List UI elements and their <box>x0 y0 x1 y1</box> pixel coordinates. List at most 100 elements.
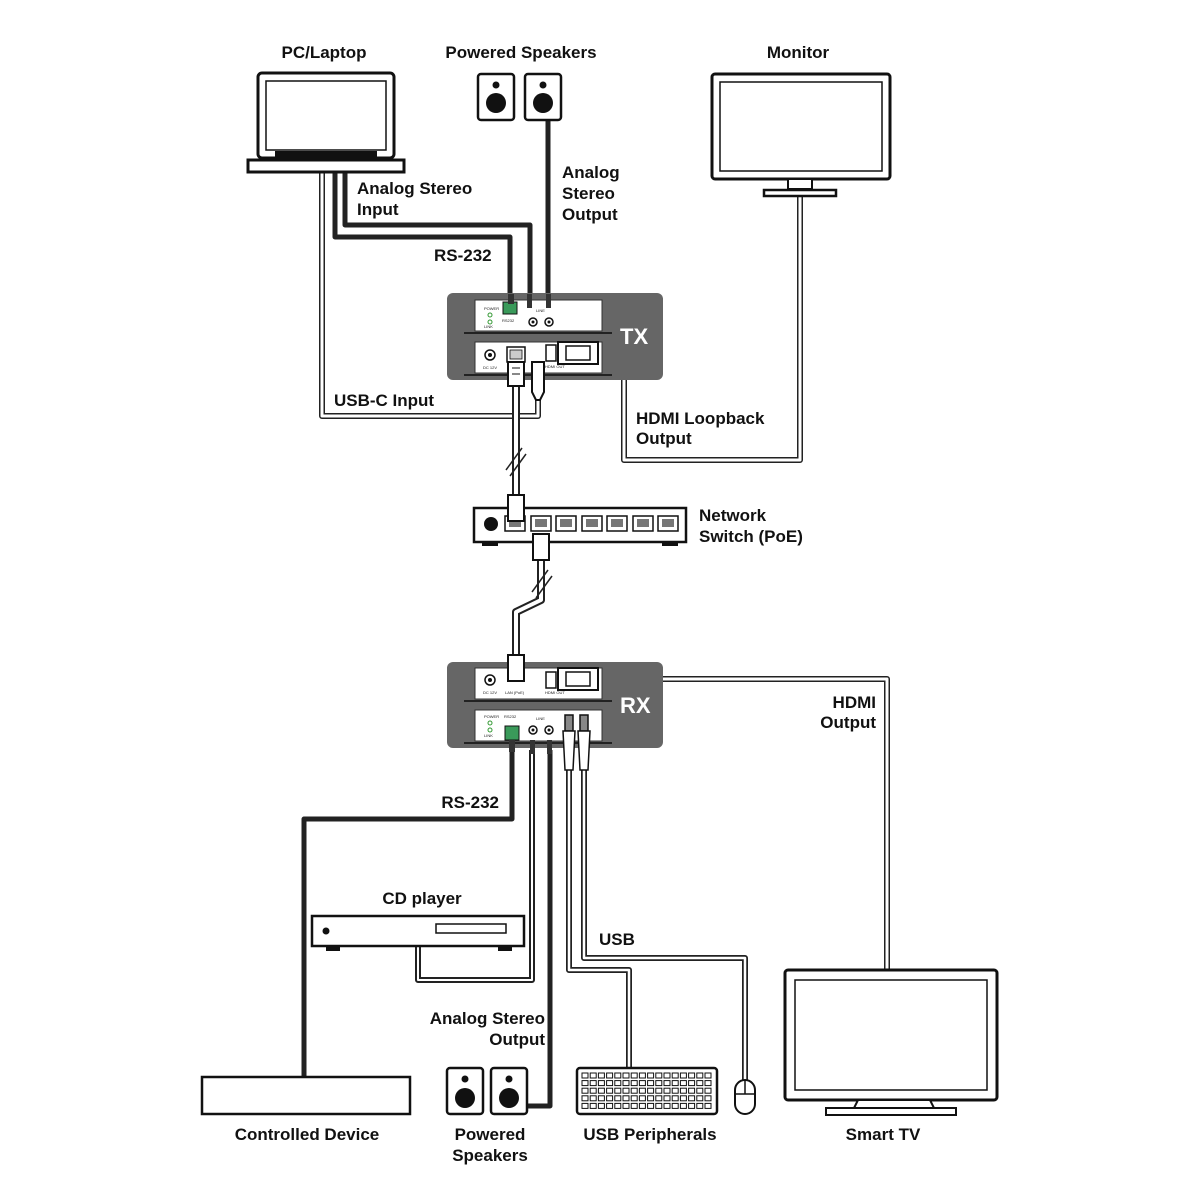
keyboard-key <box>581 1095 589 1102</box>
hdmi-loopback-label-2: Output <box>636 429 692 448</box>
keyboard-key <box>647 1087 655 1094</box>
keyboard-key <box>696 1080 704 1087</box>
keyboard-key <box>606 1080 614 1087</box>
keyboard-key <box>671 1087 679 1094</box>
analog-stereo-output-top-label-3: Output <box>562 205 618 224</box>
keyboard-key <box>597 1072 605 1079</box>
usbc-input-label: USB-C Input <box>334 391 434 410</box>
tx-link-text: LINK <box>484 324 493 329</box>
tx-unit: POWER LINK RS232 LINE DC 12V HDMI OUT TX <box>447 293 663 401</box>
rx-line-text: LINE <box>536 716 545 721</box>
analog-input-cable <box>342 172 533 300</box>
cd-player-icon <box>310 914 526 951</box>
keyboard-key <box>671 1080 679 1087</box>
rs232-top-label: RS-232 <box>434 246 492 265</box>
keyboard-key <box>581 1102 589 1109</box>
keyboard-key <box>688 1095 696 1102</box>
laptop-icon <box>246 71 406 174</box>
rs232-bottom-label: RS-232 <box>441 793 499 812</box>
mouse-icon <box>734 1079 756 1115</box>
keyboard-key <box>671 1072 679 1079</box>
rs232-bottom-cable <box>301 750 515 1078</box>
keyboard-key <box>630 1095 638 1102</box>
usb-mouse-cable <box>581 768 748 1080</box>
speakers-top-icon <box>476 72 563 122</box>
rx-link-text: LINK <box>484 733 493 738</box>
keyboard-key <box>581 1080 589 1087</box>
keyboard-key <box>622 1080 630 1087</box>
keyboard-key <box>688 1080 696 1087</box>
analog-stereo-output-bottom-label-1: Analog Stereo <box>430 1009 545 1028</box>
keyboard-key <box>679 1095 687 1102</box>
keyboard-key <box>688 1087 696 1094</box>
keyboard-key <box>606 1095 614 1102</box>
keyboard-key <box>606 1072 614 1079</box>
hdmi-loopback-label-1: HDMI Loopback <box>636 409 765 428</box>
keyboard-key <box>622 1087 630 1094</box>
analog-stereo-output-top-label-2: Stereo <box>562 184 615 203</box>
hdmi-output-label-2: Output <box>820 713 876 732</box>
analog-stereo-input-label-1: Analog Stereo <box>357 179 472 198</box>
tx-rs232-text: RS232 <box>502 318 515 323</box>
pc-laptop-label: PC/Laptop <box>282 43 367 62</box>
labels: PC/Laptop Powered Speakers Monitor Analo… <box>235 43 921 1165</box>
usb-peripherals-label: USB Peripherals <box>583 1125 716 1144</box>
powered-speakers-bottom-label-1: Powered <box>455 1125 526 1144</box>
analog-stereo-output-bottom-label-2: Output <box>489 1030 545 1049</box>
tx-line-text: LINE <box>536 308 545 313</box>
keyboard-key <box>704 1080 712 1087</box>
smart-tv-label: Smart TV <box>846 1125 921 1144</box>
keyboard-key <box>663 1095 671 1102</box>
controlled-device-icon <box>200 1075 412 1116</box>
keyboard-key <box>630 1102 638 1109</box>
keyboard-key <box>647 1095 655 1102</box>
keyboard-key <box>622 1102 630 1109</box>
keyboard-key <box>679 1072 687 1079</box>
keyboard-key <box>671 1102 679 1109</box>
keyboard-key <box>663 1087 671 1094</box>
keyboard-key <box>597 1087 605 1094</box>
keyboard-key <box>647 1102 655 1109</box>
keyboard-key <box>614 1072 622 1079</box>
keyboard-key <box>630 1080 638 1087</box>
keyboard-key <box>630 1072 638 1079</box>
keyboard-key <box>704 1102 712 1109</box>
keyboard-key <box>704 1095 712 1102</box>
keyboard-key <box>630 1087 638 1094</box>
tx-hdmi-out-text: HDMI OUT <box>545 364 565 369</box>
keyboard-key <box>663 1072 671 1079</box>
keyboard-key <box>597 1095 605 1102</box>
rx-label: RX <box>620 693 651 718</box>
keyboard-key <box>655 1080 663 1087</box>
keyboard-key <box>679 1087 687 1094</box>
keyboard-key <box>679 1102 687 1109</box>
keyboard-key <box>614 1080 622 1087</box>
rx-lan-text: LAN (PoE) <box>505 690 525 695</box>
keyboard-key <box>638 1080 646 1087</box>
tx-dc-text: DC 12V <box>483 365 497 370</box>
monitor-icon <box>710 72 892 198</box>
keyboard-key <box>663 1080 671 1087</box>
keyboard-key <box>663 1102 671 1109</box>
keyboard-key <box>581 1072 589 1079</box>
keyboard-key <box>589 1087 597 1094</box>
keyboard-key <box>655 1087 663 1094</box>
keyboard-key <box>614 1087 622 1094</box>
tx-label: TX <box>620 324 648 349</box>
keyboard-key <box>671 1095 679 1102</box>
keyboard-key <box>704 1087 712 1094</box>
keyboard-key <box>614 1095 622 1102</box>
network-switch-icon <box>472 494 688 561</box>
cables <box>301 120 890 1109</box>
analog-stereo-output-top-label-1: Analog <box>562 163 620 182</box>
usb-label: USB <box>599 930 635 949</box>
rx-power-text: POWER <box>484 714 499 719</box>
keyboard-key <box>679 1080 687 1087</box>
keyboard-key <box>606 1102 614 1109</box>
tx-power-text: POWER <box>484 306 499 311</box>
keyboard-key <box>638 1087 646 1094</box>
keyboard-key <box>638 1072 646 1079</box>
keyboard-key <box>638 1095 646 1102</box>
smart-tv-icon <box>783 968 999 1116</box>
